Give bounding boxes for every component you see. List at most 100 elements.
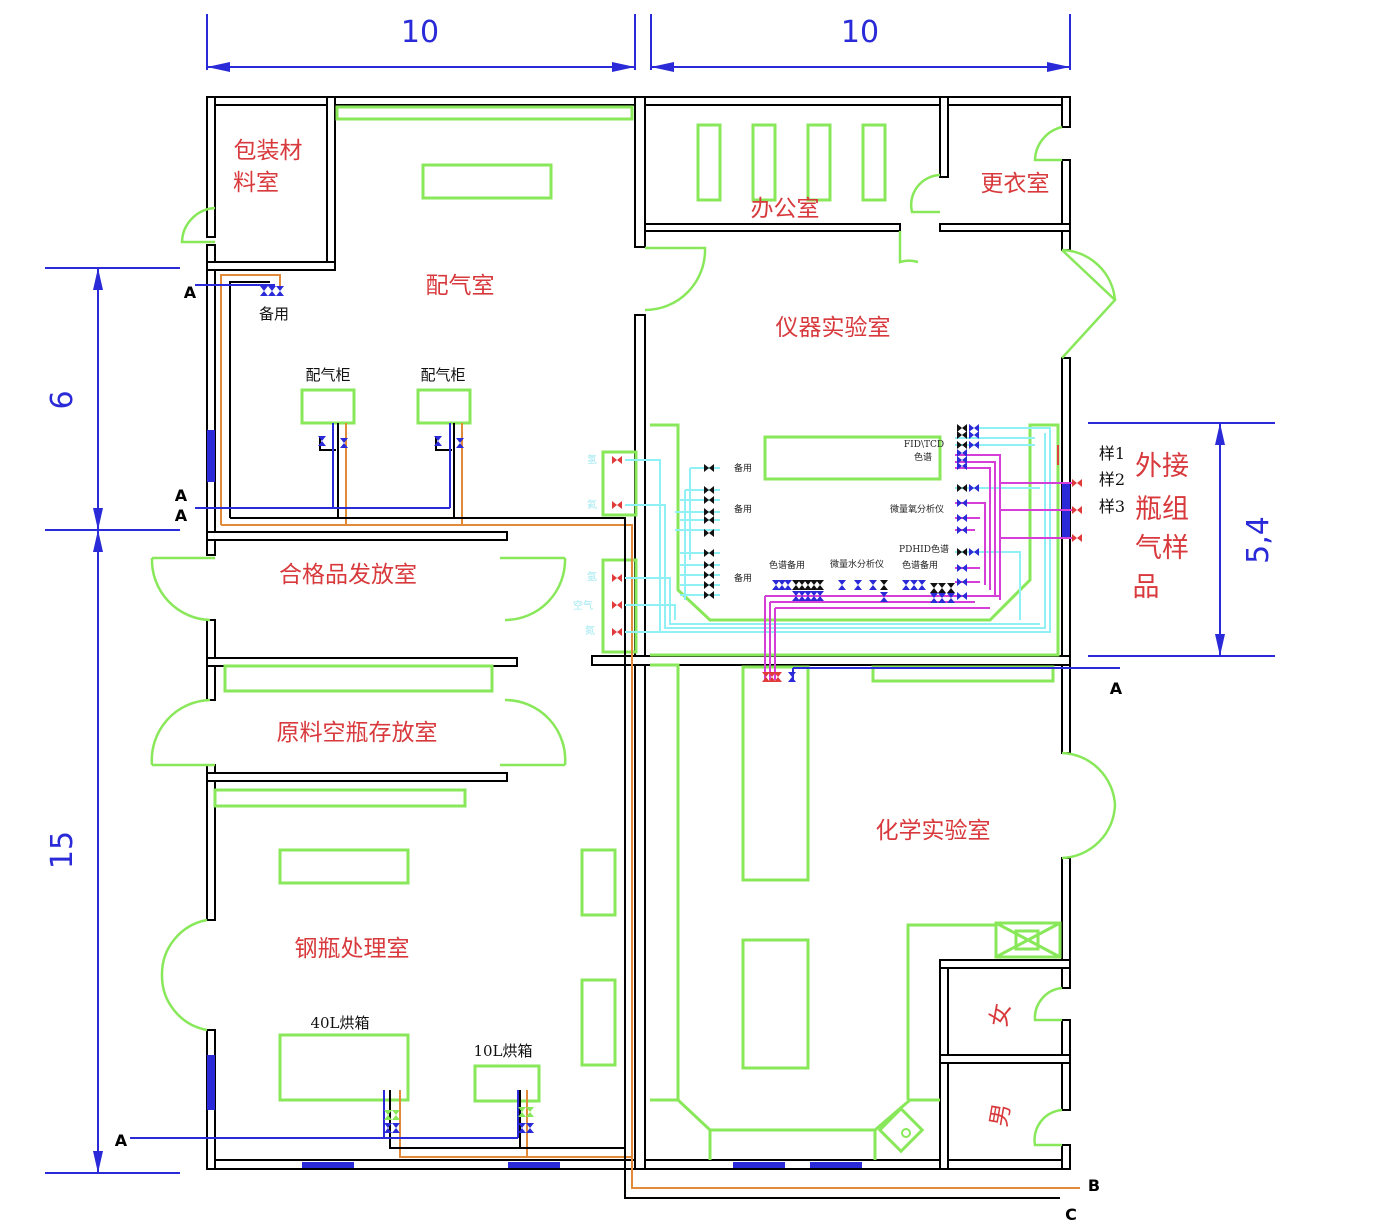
- spare-b: 备用: [734, 503, 752, 515]
- valve-icon: [612, 601, 622, 609]
- valve-icon: [1072, 506, 1082, 514]
- valve-icon: [318, 436, 326, 446]
- valve-icon: [704, 516, 714, 524]
- valve-icon: [957, 514, 967, 522]
- valve-icon: [1072, 479, 1082, 487]
- valve-icon: [704, 581, 714, 589]
- valve-icon: [804, 580, 812, 590]
- room-gas-mixing: 配气室: [426, 273, 495, 299]
- valve-icon: [792, 591, 800, 601]
- valve-icon: [957, 578, 967, 586]
- sample-1: 样1: [1099, 444, 1125, 463]
- valve-icon: [930, 593, 938, 603]
- dim-left-upper: 6: [45, 390, 80, 409]
- oven-40-label: 40L烘箱: [310, 1014, 369, 1032]
- valve-icon: [434, 436, 442, 446]
- valve-icon: [384, 1123, 392, 1133]
- pdhid-label: PDHID色谱: [899, 543, 949, 555]
- valve-icon: [704, 561, 714, 569]
- valve-icon: [804, 591, 812, 601]
- external-label-4: 品: [1133, 572, 1160, 603]
- cabinet-label-1: 配气柜: [305, 366, 350, 384]
- axis-a-1: A: [184, 283, 197, 302]
- gas-argon: 氩: [587, 570, 597, 583]
- spare-c: 备用: [734, 572, 752, 584]
- valve-icon: [957, 424, 967, 432]
- valve-icon: [526, 1107, 534, 1117]
- external-label-2: 瓶组: [1135, 494, 1189, 525]
- valve-icon: [456, 438, 464, 448]
- valve-icon: [612, 628, 622, 636]
- valve-icon: [869, 580, 877, 590]
- gas-helium: 氦: [587, 498, 597, 511]
- valve-icon: [947, 583, 955, 593]
- valve-icon: [798, 591, 806, 601]
- valve-icon: [612, 456, 622, 464]
- axis-a-4: A: [1110, 679, 1123, 698]
- valve-icon: [704, 591, 714, 599]
- room-changing: 更衣室: [981, 171, 1050, 197]
- valve-icon: [957, 431, 967, 439]
- valve-icon: [518, 1123, 526, 1133]
- valve-icon: [957, 462, 967, 470]
- valve-icon: [816, 580, 824, 590]
- room-qualified-dispatch: 合格品发放室: [279, 562, 417, 588]
- room-instrument-lab: 仪器实验室: [776, 315, 891, 341]
- valve-icon: [788, 672, 796, 682]
- valve-icon: [762, 672, 770, 682]
- valve-icon: [268, 286, 276, 296]
- valve-icon: [392, 1123, 400, 1133]
- valve-icon: [957, 449, 967, 457]
- valve-icon: [910, 580, 918, 590]
- valve-icon: [704, 529, 714, 537]
- room-labels: 包装材 料室 配气室 办公室 更衣室 仪器实验室 合格品发放室 原料空瓶存放室 …: [233, 138, 1189, 1129]
- chrom-spare-1: 色谱备用: [769, 559, 805, 571]
- valve-icon: [778, 580, 786, 590]
- valve-icon: [704, 549, 714, 557]
- room-chem-lab: 化学实验室: [876, 818, 991, 844]
- valve-icon: [810, 580, 818, 590]
- axis-a-3: A: [175, 506, 188, 525]
- valve-icon: [969, 548, 979, 556]
- trace-o2-label: 微量氧分析仪: [890, 503, 944, 515]
- furniture: [213, 105, 1062, 1160]
- valve-icon: [957, 526, 967, 534]
- spare-a: 备用: [734, 462, 752, 474]
- valve-icon: [798, 580, 806, 590]
- valve-icon: [902, 580, 910, 590]
- valve-icon: [518, 1107, 526, 1117]
- valve-icon: [612, 574, 622, 582]
- valve-icon: [340, 438, 348, 448]
- valve-icon: [957, 441, 967, 449]
- valve-icon: [276, 286, 284, 296]
- fid-tcd-label: FID\TCD: [904, 440, 944, 450]
- room-packaging: 包装材: [234, 138, 303, 164]
- valve-icon: [969, 484, 979, 492]
- valve-icon: [957, 499, 967, 507]
- chrom-spare-2: 色谱备用: [902, 559, 938, 571]
- valve-icon: [810, 591, 818, 601]
- axis-b: B: [1088, 1176, 1100, 1195]
- valve-icon: [957, 592, 967, 600]
- valve-icon: [704, 486, 714, 494]
- oven-10-label: 10L烘箱: [473, 1042, 532, 1060]
- doors: [150, 125, 1117, 1147]
- dim-left-lower: 15: [45, 831, 80, 869]
- equipment-labels: 备用 配气柜 配气柜 40L烘箱 10L烘箱 备用 备用 备用 FID\TCD …: [259, 305, 1125, 1060]
- walls: [206, 96, 1071, 1170]
- valve-icon: [969, 441, 979, 449]
- spare-label: 备用: [259, 305, 289, 323]
- valve-icon: [918, 580, 926, 590]
- dim-top-left: 10: [401, 15, 439, 50]
- axis-a-5: A: [115, 1131, 128, 1150]
- room-raw-storage: 原料空瓶存放室: [277, 720, 438, 746]
- sample-2: 样2: [1099, 470, 1125, 489]
- valve-icon: [969, 424, 979, 432]
- valve-icon: [392, 1110, 400, 1120]
- valve-icon: [704, 464, 714, 472]
- valve-icon: [816, 591, 824, 601]
- dim-right: 5,4: [1241, 516, 1276, 564]
- valve-icon: [260, 286, 268, 296]
- valve-icon: [838, 580, 846, 590]
